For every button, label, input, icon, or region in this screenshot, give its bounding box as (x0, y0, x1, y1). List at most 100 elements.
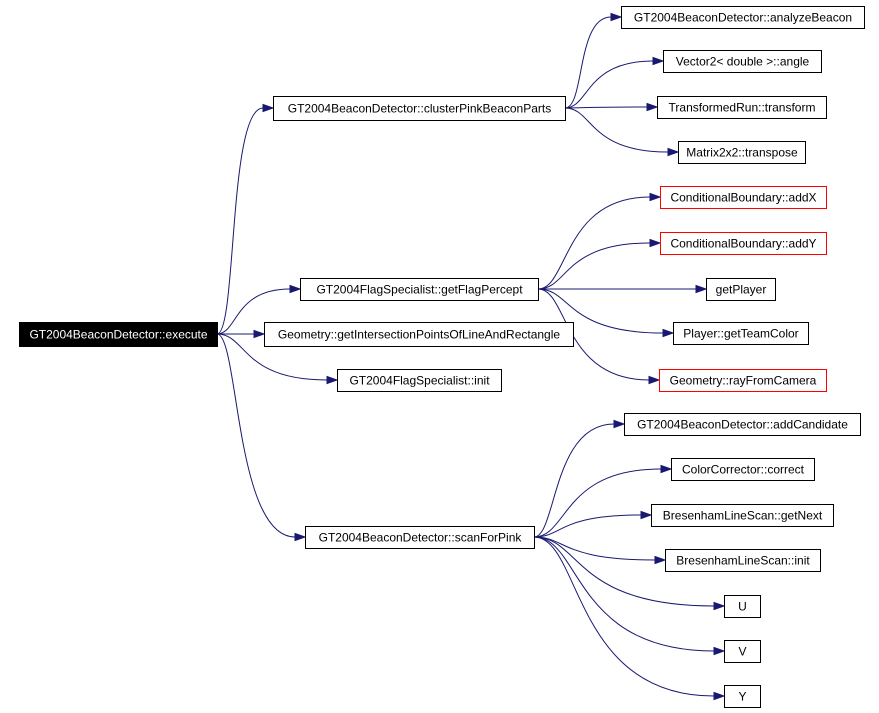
node-box-getTeamColor (673, 322, 809, 345)
node-label-addY: ConditionalBoundary::addY (670, 237, 816, 251)
edge-scanForPink-to-U (533, 536, 715, 607)
arrowhead-scanForPink-to-Y (713, 691, 726, 701)
edge-scanForPink-to-V (533, 536, 715, 652)
node-label-transform: TransformedRun::transform (669, 101, 816, 115)
node-label-analyzeBeacon: GT2004BeaconDetector::analyzeBeacon (634, 11, 852, 25)
edge-getFlagPercept-to-addX (537, 196, 651, 290)
node-label-addCandidate: GT2004BeaconDetector::addCandidate (637, 418, 848, 432)
node-transpose[interactable]: Matrix2x2::transpose (678, 141, 806, 164)
node-box-execute (19, 322, 218, 347)
edge-scanForPink-to-addCandidate (533, 423, 615, 538)
edges-layer (216, 12, 726, 701)
node-label-addX: ConditionalBoundary::addX (670, 191, 816, 205)
edge-getFlagPercept-to-getTeamColor (537, 288, 664, 334)
edge-cluster-to-angle (564, 60, 654, 109)
node-box-scanForPink (305, 526, 535, 549)
node-label-flagInit: GT2004FlagSpecialist::init (349, 374, 490, 388)
node-analyzeBeacon[interactable]: GT2004BeaconDetector::analyzeBeacon (621, 6, 865, 29)
node-box-transpose (678, 141, 806, 164)
node-addCandidate[interactable]: GT2004BeaconDetector::addCandidate (624, 413, 861, 436)
node-angle[interactable]: Vector2< double >::angle (663, 50, 822, 73)
node-box-bresInit (665, 549, 821, 572)
node-getTeamColor[interactable]: Player::getTeamColor (673, 322, 809, 345)
node-box-addY (660, 232, 827, 255)
arrowhead-execute-to-flagInit (326, 375, 339, 385)
arrowhead-execute-to-cluster (262, 103, 275, 113)
arrowhead-cluster-to-analyzeBeacon (610, 12, 623, 22)
node-bresInit[interactable]: BresenhamLineScan::init (665, 549, 821, 572)
node-label-U: U (738, 600, 747, 614)
arrowhead-scanForPink-to-V (713, 646, 726, 656)
arrowhead-getFlagPercept-to-addX (649, 192, 662, 202)
edge-execute-to-scanForPink (216, 333, 296, 538)
arrowhead-cluster-to-transform (646, 102, 659, 112)
node-label-cluster: GT2004BeaconDetector::clusterPinkBeaconP… (288, 102, 551, 116)
node-getFlagPercept[interactable]: GT2004FlagSpecialist::getFlagPercept (300, 278, 539, 301)
node-label-V: V (738, 645, 746, 659)
edge-cluster-to-transpose (564, 107, 669, 153)
edge-scanForPink-to-Y (533, 536, 715, 697)
node-box-addCandidate (624, 413, 861, 436)
edge-scanForPink-to-bresInit (533, 536, 656, 561)
edge-scanForPink-to-correct (533, 468, 662, 538)
node-label-correct: ColorCorrector::correct (682, 463, 805, 477)
node-box-analyzeBeacon (621, 6, 865, 29)
node-box-Y (724, 685, 761, 708)
arrowhead-scanForPink-to-addCandidate (613, 419, 626, 429)
node-correct[interactable]: ColorCorrector::correct (671, 458, 815, 481)
arrowhead-execute-to-scanForPink (294, 532, 307, 542)
edge-scanForPink-to-getNext (533, 514, 642, 538)
node-label-getNext: BresenhamLineScan::getNext (663, 509, 823, 523)
node-Y[interactable]: Y (724, 685, 761, 708)
node-getNext[interactable]: BresenhamLineScan::getNext (651, 504, 834, 527)
node-label-getIntersection: Geometry::getIntersectionPointsOfLineAnd… (278, 328, 560, 342)
node-box-addX (660, 186, 827, 209)
arrowhead-getFlagPercept-to-getTeamColor (662, 328, 675, 338)
arrowhead-scanForPink-to-correct (660, 464, 673, 474)
node-box-cluster (273, 96, 566, 121)
node-label-getFlagPercept: GT2004FlagSpecialist::getFlagPercept (316, 283, 523, 297)
arrowhead-getFlagPercept-to-addY (649, 238, 662, 248)
node-getPlayer[interactable]: getPlayer (706, 278, 776, 301)
node-transform[interactable]: TransformedRun::transform (657, 96, 827, 119)
node-label-getTeamColor: Player::getTeamColor (683, 327, 798, 341)
arrowhead-execute-to-getFlagPercept (289, 284, 302, 294)
node-label-transpose: Matrix2x2::transpose (686, 146, 798, 160)
arrowhead-execute-to-getIntersection (253, 329, 266, 339)
arrowhead-getFlagPercept-to-rayFromCamera (648, 375, 661, 385)
node-V[interactable]: V (724, 640, 761, 663)
node-box-U (724, 595, 761, 618)
node-execute[interactable]: GT2004BeaconDetector::execute (19, 322, 218, 347)
node-box-getFlagPercept (300, 278, 539, 301)
node-getIntersection[interactable]: Geometry::getIntersectionPointsOfLineAnd… (264, 322, 574, 347)
edge-getFlagPercept-to-addY (537, 242, 651, 290)
node-box-getIntersection (264, 322, 574, 347)
arrowhead-cluster-to-transpose (667, 147, 680, 157)
node-cluster[interactable]: GT2004BeaconDetector::clusterPinkBeaconP… (273, 96, 566, 121)
node-addY[interactable]: ConditionalBoundary::addY (660, 232, 827, 255)
edge-cluster-to-analyzeBeacon (564, 16, 612, 109)
node-box-flagInit (337, 369, 502, 392)
node-rayFromCamera[interactable]: Geometry::rayFromCamera (659, 369, 827, 392)
arrowhead-scanForPink-to-bresInit (654, 555, 667, 565)
node-label-execute: GT2004BeaconDetector::execute (29, 328, 207, 342)
node-box-angle (663, 50, 822, 73)
node-label-scanForPink: GT2004BeaconDetector::scanForPink (319, 531, 523, 545)
node-box-rayFromCamera (659, 369, 827, 392)
arrowhead-cluster-to-angle (652, 56, 665, 66)
node-label-getPlayer: getPlayer (716, 283, 767, 297)
node-flagInit[interactable]: GT2004FlagSpecialist::init (337, 369, 502, 392)
edge-execute-to-cluster (216, 107, 264, 335)
node-scanForPink[interactable]: GT2004BeaconDetector::scanForPink (305, 526, 535, 549)
node-label-rayFromCamera: Geometry::rayFromCamera (670, 374, 817, 388)
arrowhead-scanForPink-to-getNext (640, 510, 653, 520)
node-label-bresInit: BresenhamLineScan::init (676, 554, 810, 568)
node-U[interactable]: U (724, 595, 761, 618)
edge-execute-to-flagInit (216, 333, 328, 381)
edge-cluster-to-transform (564, 106, 648, 109)
nodes-layer: GT2004BeaconDetector::executeGT2004Beaco… (19, 6, 865, 708)
node-box-getNext (651, 504, 834, 527)
node-box-getPlayer (706, 278, 776, 301)
node-addX[interactable]: ConditionalBoundary::addX (660, 186, 827, 209)
